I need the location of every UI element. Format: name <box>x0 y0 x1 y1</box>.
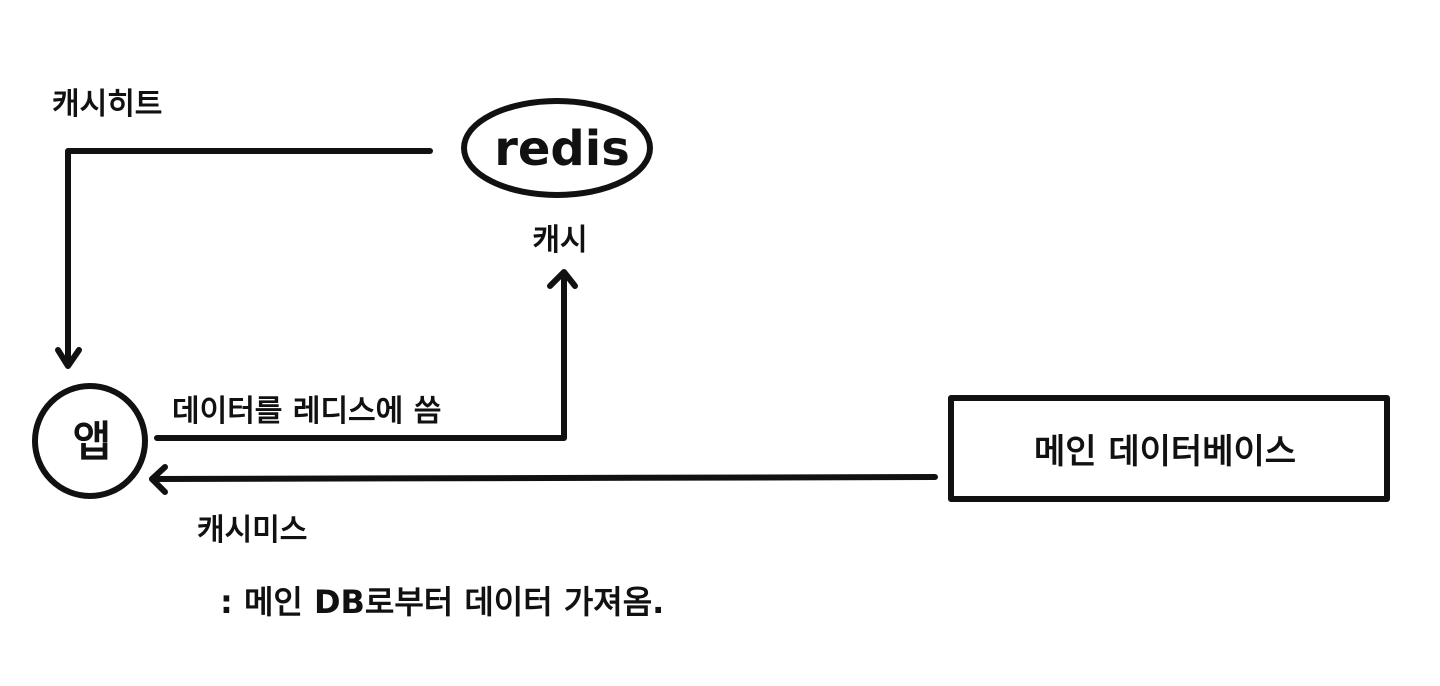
store-to-redis-edge: 데이터를 레디스에 씀 <box>154 269 578 441</box>
cache-miss-note: : 메인 DB로부터 데이터 가져옴. <box>220 583 664 621</box>
store-to-redis-line <box>154 271 567 441</box>
redis-ellipse <box>461 98 653 198</box>
cache-hit-label: 캐시히트 <box>52 87 162 122</box>
redis-label: redis <box>494 121 630 177</box>
main-db-node: 메인 데이터베이스 <box>948 395 1390 502</box>
main-db-label: 메인 데이터베이스 <box>1034 432 1296 472</box>
app-label: 앱 <box>73 417 112 466</box>
cache-hit-edge: 캐시히트 <box>52 87 433 369</box>
redis-node: redis <box>461 98 653 198</box>
main-db-box <box>948 395 1390 502</box>
cache-miss-arrowhead <box>149 464 168 495</box>
store-to-redis-label: 데이터를 레디스에 씀 <box>172 394 441 429</box>
cache-hit-arrowhead <box>55 347 82 369</box>
cache-hit-line <box>65 148 433 365</box>
store-to-redis-arrowhead <box>547 269 578 289</box>
cache-miss-edge: 캐시미스 : 메인 DB로부터 데이터 가져옴. <box>149 464 938 621</box>
app-circle <box>32 383 148 499</box>
cache-miss-line <box>149 474 938 482</box>
app-node: 앱 <box>32 383 148 499</box>
redis-caption: 캐시 <box>532 223 587 258</box>
cache-miss-label: 캐시미스 <box>197 513 307 548</box>
